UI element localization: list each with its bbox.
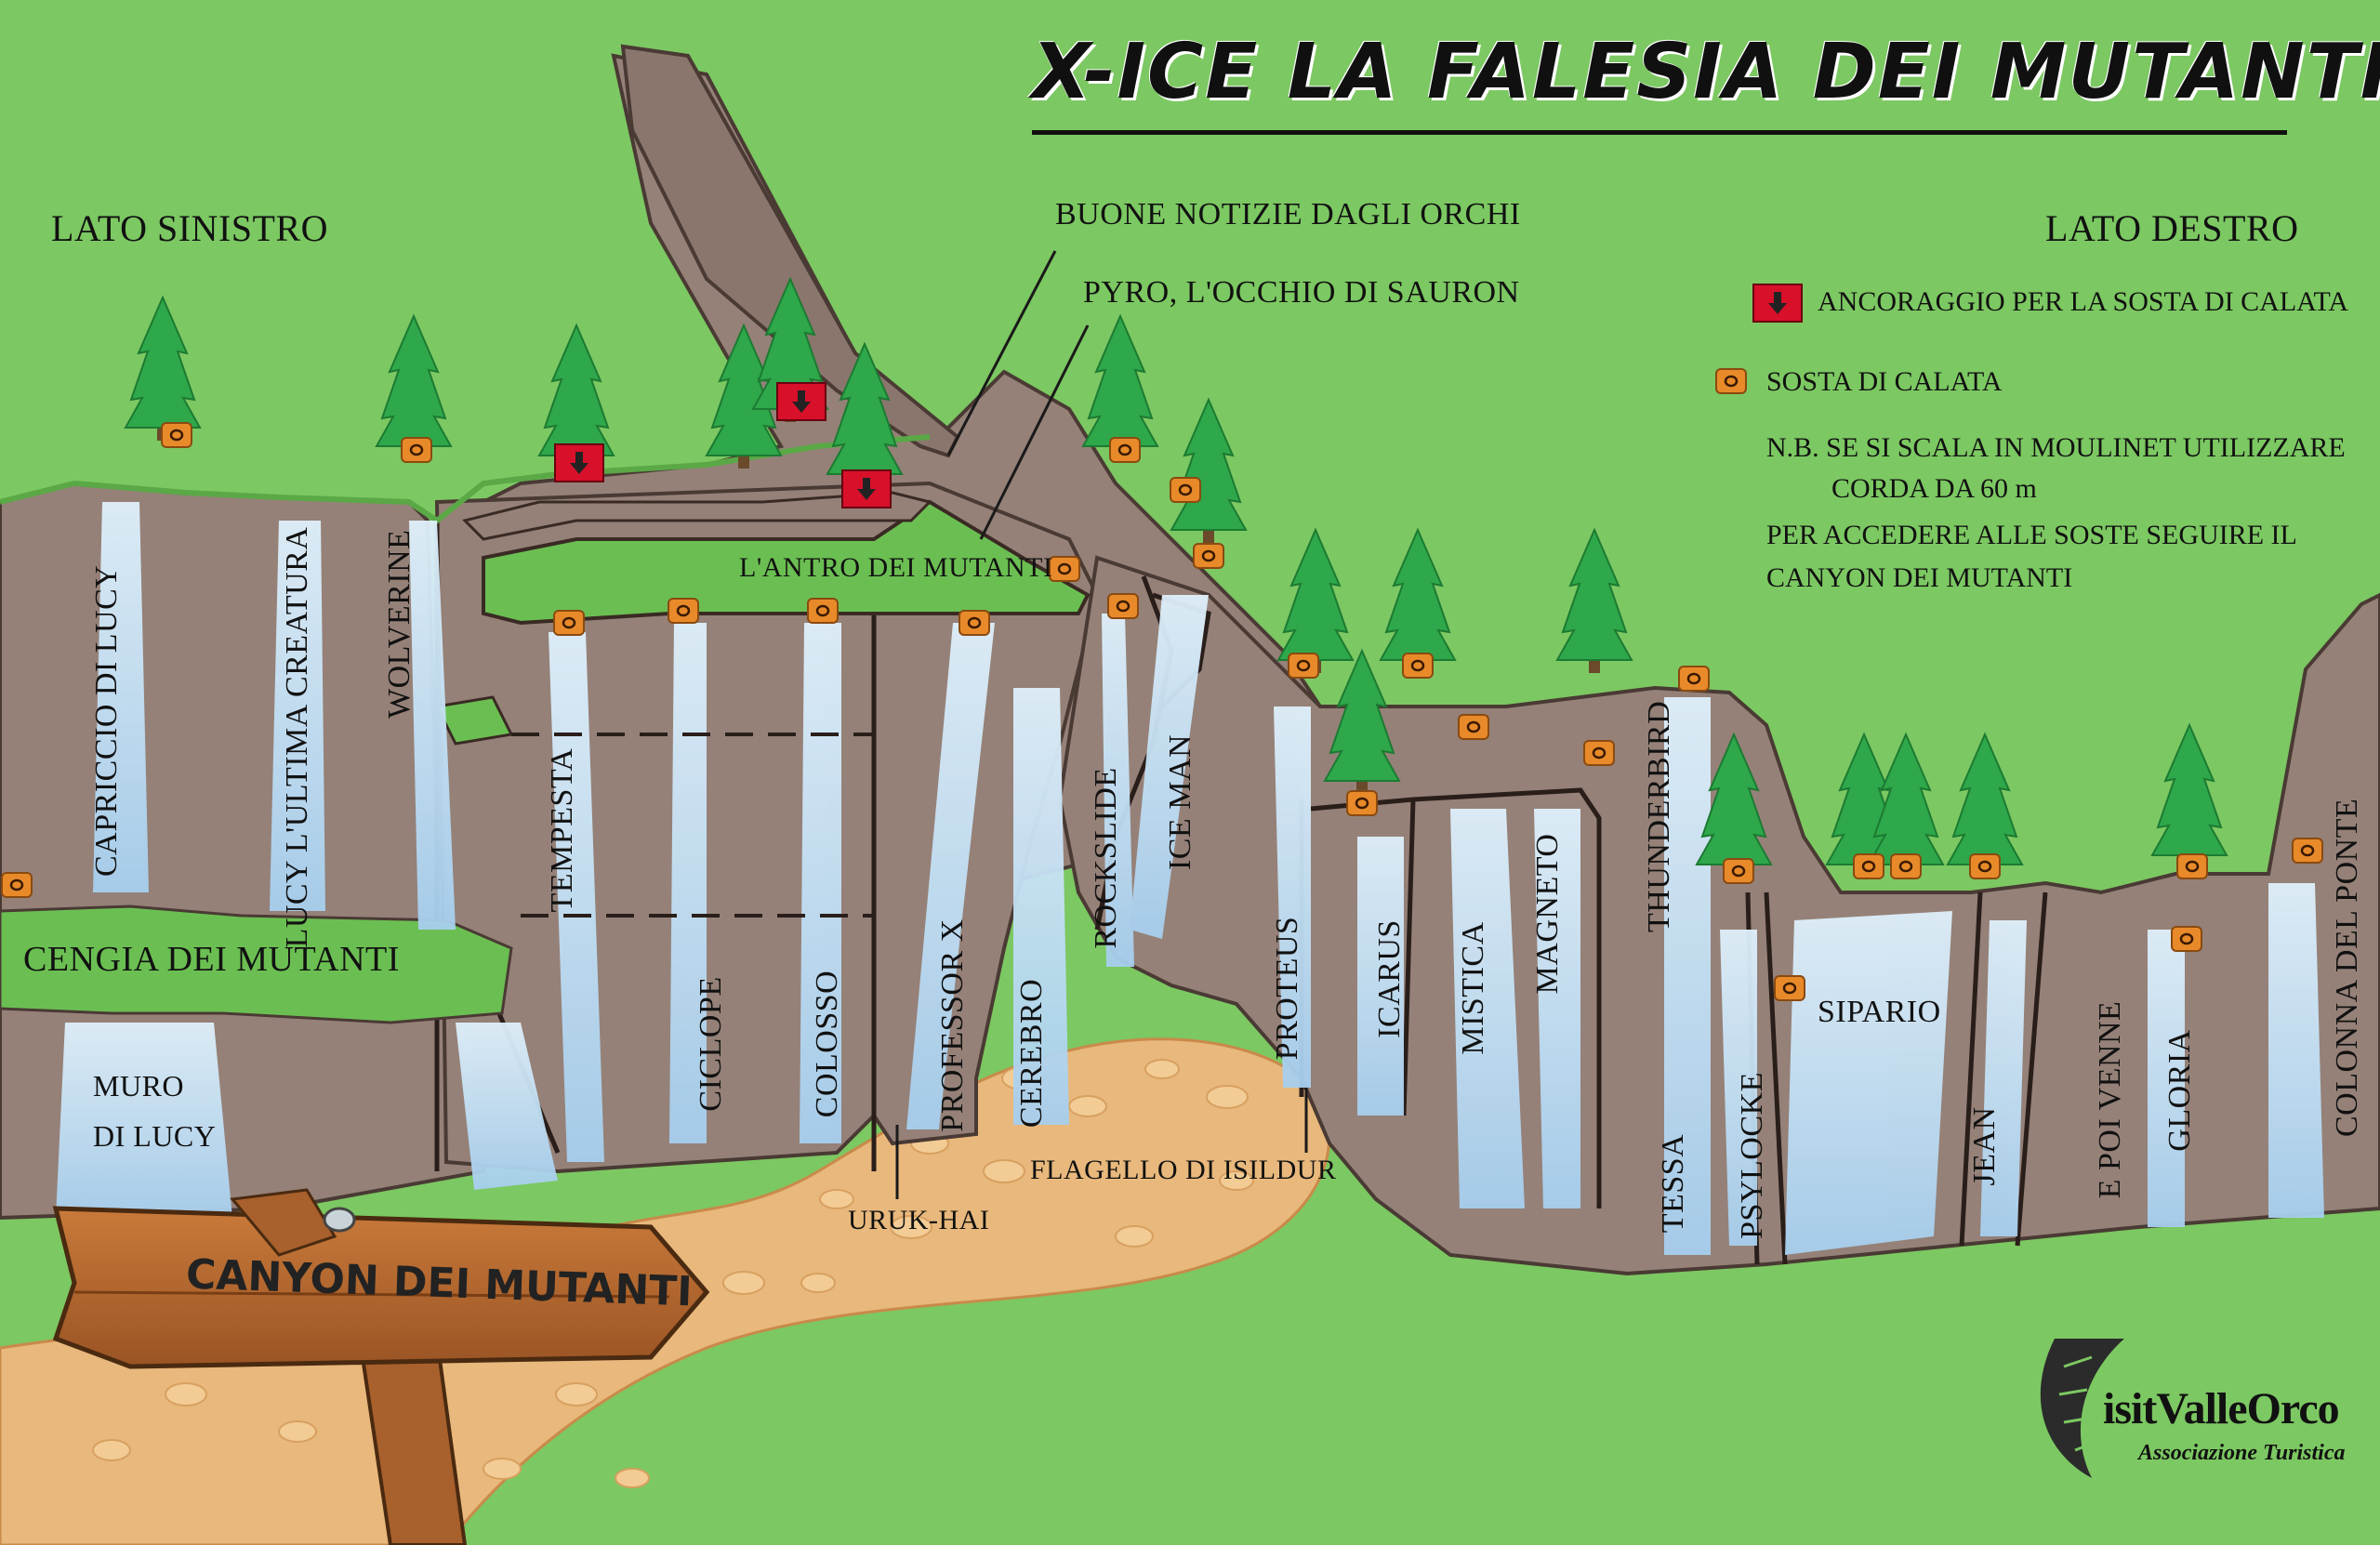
title-underline [1032, 130, 2287, 135]
note-line-1: N.B. SE SI SCALA IN MOULINET UTILIZZARE [1766, 432, 2346, 463]
logo-brand: isitValleOrco [2103, 1384, 2340, 1433]
route-magneto: MAGNETO [1530, 833, 1565, 995]
route-jean: JEAN [1967, 1106, 2002, 1186]
route-muro-1: MURO [93, 1069, 185, 1103]
route-antro: L'ANTRO DEI MUTANTI [739, 552, 1053, 583]
legend-anchor-label: ANCORAGGIO PER LA SOSTA DI CALATA [1818, 286, 2349, 317]
legend-belay-label: SOSTA DI CALATA [1766, 366, 2003, 397]
route-sipario: SIPARIO [1818, 995, 1941, 1029]
route-e-poi-venne: E POI VENNE [2093, 1000, 2127, 1199]
route-professor-x: PROFESSOR X [935, 918, 970, 1132]
route-rockslide: ROCKSLIDE [1089, 767, 1123, 949]
wooden-sign-icon [52, 1188, 710, 1545]
logo-subtitle: Associazione Turistica [2138, 1441, 2346, 1465]
ibex-logo-icon [2040, 1339, 2124, 1478]
route-ice-man: ICE MAN [1163, 733, 1197, 871]
route-gloria: GLORIA [2162, 1029, 2197, 1152]
legend-anchor-icon [1752, 284, 1803, 323]
route-wolverine: WOLVERINE [382, 529, 416, 719]
route-psylocke: PSYLOCKE [1735, 1072, 1769, 1239]
route-cerebro: CEREBRO [1014, 978, 1049, 1129]
right-side-label: LATO DESTRO [2045, 207, 2299, 249]
route-colosso: COLOSSO [810, 970, 844, 1118]
route-lucy: LUCY L'ULTIMA CREATURA [280, 526, 314, 948]
route-tessa: TESSA [1656, 1133, 1690, 1234]
map-title: X-ICE LA FALESIA DEI MUTANTI [1032, 28, 2380, 116]
note-line-4: CANYON DEI MUTANTI [1766, 562, 2073, 593]
route-icarus: ICARUS [1372, 919, 1407, 1038]
left-side-label: LATO SINISTRO [51, 207, 329, 249]
route-colonna: COLONNA DEL PONTE [2330, 798, 2364, 1137]
route-flagello: FLAGELLO DI ISILDUR [1030, 1155, 1337, 1185]
route-thunderbird: THUNDERBIRD [1642, 700, 1676, 932]
route-proteus: PROTEUS [1270, 916, 1304, 1061]
route-buone-notizie: BUONE NOTIZIE DAGLI ORCHI [1055, 197, 1521, 231]
route-pyro: PYRO, L'OCCHIO DI SAURON [1083, 275, 1520, 310]
legend-belay-icon [1714, 367, 1748, 395]
route-muro-2: DI LUCY [93, 1119, 217, 1153]
note-line-3: PER ACCEDERE ALLE SOSTE SEGUIRE IL [1766, 520, 2297, 550]
route-mistica: MISTICA [1456, 921, 1490, 1055]
note-line-2: CORDA DA 60 m [1831, 473, 2037, 504]
route-uruk-hai: URUK-HAI [848, 1205, 990, 1235]
route-capriccio: CAPRICCIO DI LUCY [89, 564, 124, 877]
route-ciclope: CICLOPE [694, 976, 728, 1112]
route-cengia: CENGIA DEI MUTANTI [23, 940, 400, 979]
route-tempesta: TEMPESTA [545, 747, 579, 913]
